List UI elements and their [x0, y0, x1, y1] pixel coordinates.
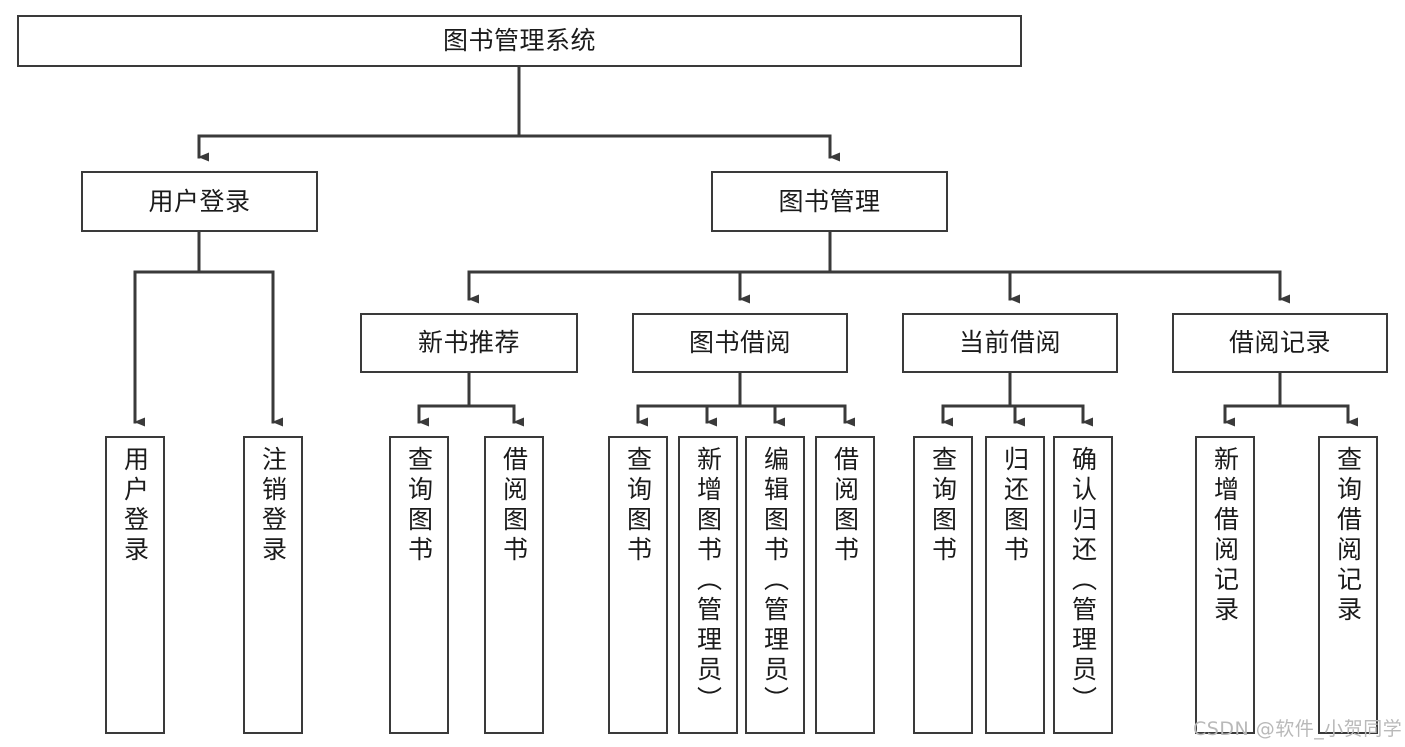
leaf-current-borrow-return-book[interactable]: 归还图书 — [985, 436, 1045, 734]
leaf-borrow-record-add-record-label: 新增借阅记录 — [1210, 446, 1240, 626]
node-borrow-record[interactable]: 借阅记录 — [1172, 313, 1388, 373]
node-new-book-recommend[interactable]: 新书推荐 — [360, 313, 578, 373]
node-borrow-record-label: 借阅记录 — [1228, 328, 1331, 358]
leaf-current-borrow-query-book[interactable]: 查询图书 — [913, 436, 973, 734]
leaf-book-borrow-edit-book[interactable]: 编辑图书（管理员） — [745, 436, 805, 734]
leaf-new-book-query-book-label: 查询图书 — [404, 446, 434, 566]
leaf-book-borrow-query-book-label: 查询图书 — [623, 446, 653, 566]
node-current-borrow-label: 当前借阅 — [958, 328, 1061, 358]
leaf-current-borrow-confirm-return-label: 确认归还（管理员） — [1068, 446, 1098, 716]
leaf-current-borrow-query-book-label: 查询图书 — [928, 446, 958, 566]
node-user-login-label: 用户登录 — [148, 186, 251, 216]
leaf-new-book-query-book[interactable]: 查询图书 — [389, 436, 449, 734]
leaf-new-book-borrow-book[interactable]: 借阅图书 — [484, 436, 544, 734]
leaf-current-borrow-return-book-label: 归还图书 — [1000, 446, 1030, 566]
node-root-label: 图书管理系统 — [442, 26, 596, 56]
leaf-book-borrow-add-book-label: 新增图书（管理员） — [693, 446, 723, 716]
leaf-user-login-login[interactable]: 用户登录 — [105, 436, 165, 734]
leaf-borrow-record-query-record-label: 查询借阅记录 — [1333, 446, 1363, 626]
node-root-book-management-system[interactable]: 图书管理系统 — [17, 15, 1022, 67]
leaf-user-login-logout-label: 注销登录 — [258, 446, 288, 566]
leaf-user-login-logout[interactable]: 注销登录 — [243, 436, 303, 734]
leaf-current-borrow-confirm-return[interactable]: 确认归还（管理员） — [1053, 436, 1113, 734]
node-new-book-recommend-label: 新书推荐 — [417, 328, 520, 358]
node-user-login[interactable]: 用户登录 — [81, 171, 318, 232]
leaf-book-borrow-add-book[interactable]: 新增图书（管理员） — [678, 436, 738, 734]
node-book-borrow[interactable]: 图书借阅 — [632, 313, 848, 373]
leaf-book-borrow-borrow-book-label: 借阅图书 — [830, 446, 860, 566]
node-book-management[interactable]: 图书管理 — [711, 171, 948, 232]
node-current-borrow[interactable]: 当前借阅 — [902, 313, 1118, 373]
leaf-book-borrow-query-book[interactable]: 查询图书 — [608, 436, 668, 734]
leaf-borrow-record-add-record[interactable]: 新增借阅记录 — [1195, 436, 1255, 734]
leaf-user-login-login-label: 用户登录 — [120, 446, 150, 566]
leaf-borrow-record-query-record[interactable]: 查询借阅记录 — [1318, 436, 1378, 734]
leaf-new-book-borrow-book-label: 借阅图书 — [499, 446, 529, 566]
leaf-book-borrow-borrow-book[interactable]: 借阅图书 — [815, 436, 875, 734]
node-book-borrow-label: 图书借阅 — [688, 328, 791, 358]
leaf-book-borrow-edit-book-label: 编辑图书（管理员） — [760, 446, 790, 716]
node-book-management-label: 图书管理 — [778, 186, 881, 216]
